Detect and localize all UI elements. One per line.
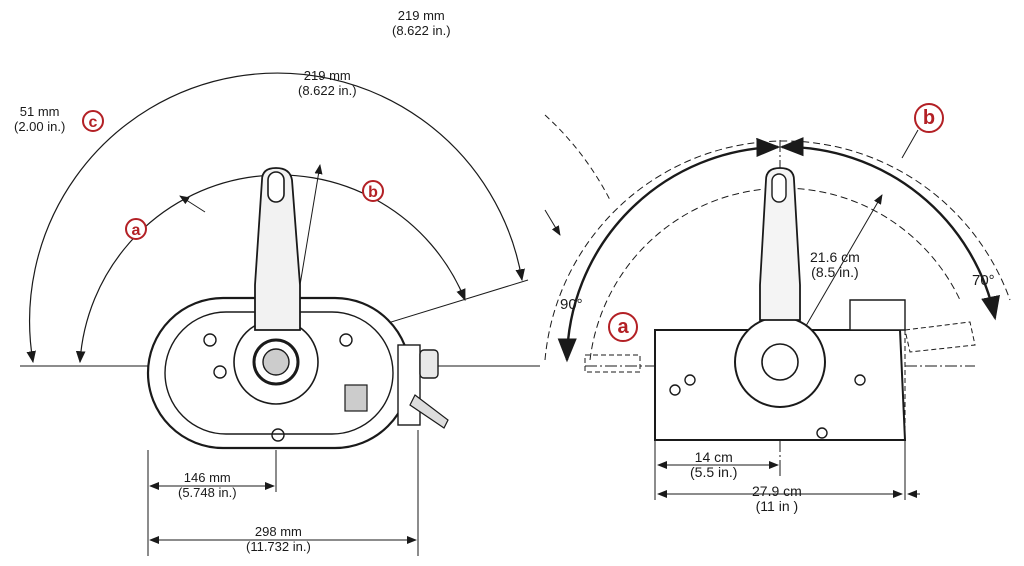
left-dim-top: 219 mm (8.622 in.) bbox=[392, 8, 451, 38]
right-dim-half-cm: 14 cm bbox=[694, 449, 733, 465]
arc-90 bbox=[557, 137, 781, 363]
left-dim-width-mm: 298 mm bbox=[254, 524, 302, 539]
right-dim-radius: 21.6 cm (8.5 in.) bbox=[810, 250, 860, 280]
right-callout-a: a bbox=[608, 312, 638, 342]
left-callout-a: a bbox=[125, 218, 147, 240]
left-dim-offset-in: (2.00 in.) bbox=[14, 119, 66, 134]
left-dim-radius-in: (8.622 in.) bbox=[298, 83, 357, 98]
left-callout-b: b bbox=[362, 180, 384, 202]
right-view bbox=[544, 129, 1011, 500]
left-dim-width: 298 mm (11.732 in.) bbox=[246, 524, 311, 554]
right-dim-half: 14 cm (5.5 in.) bbox=[690, 450, 737, 480]
right-dim-radius-in: (8.5 in.) bbox=[811, 264, 859, 280]
left-callout-c: c bbox=[82, 110, 104, 132]
left-dim-half-mm: 146 mm bbox=[183, 470, 231, 485]
left-view bbox=[20, 72, 611, 556]
left-dim-radius-mm: 219 mm bbox=[303, 68, 351, 83]
arc-70 bbox=[779, 137, 1000, 321]
left-dim-top-in: (8.622 in.) bbox=[392, 23, 451, 38]
left-dim-half: 146 mm (5.748 in.) bbox=[178, 470, 237, 500]
right-callout-b: b bbox=[914, 103, 944, 133]
right-dim-half-in: (5.5 in.) bbox=[690, 464, 738, 480]
left-dim-offset-mm: 51 mm bbox=[19, 104, 60, 119]
right-dim-radius-cm: 21.6 cm bbox=[810, 249, 860, 265]
arc-c bbox=[26, 72, 525, 364]
left-dim-width-in: (11.732 in.) bbox=[246, 539, 311, 554]
left-dim-radius: 219 mm (8.622 in.) bbox=[298, 68, 357, 98]
right-handle bbox=[759, 167, 801, 321]
left-dim-offset: 51 mm (2.00 in.) bbox=[14, 104, 65, 134]
right-dim-width-cm: 27.9 cm bbox=[752, 483, 802, 499]
left-handle bbox=[254, 167, 301, 331]
arc-a-b bbox=[75, 174, 466, 364]
right-angle-left: 90° bbox=[560, 296, 583, 313]
left-dim-top-mm: 219 mm bbox=[397, 8, 445, 23]
right-dim-width: 27.9 cm (11 in ) bbox=[752, 484, 802, 514]
right-dim-width-in: (11 in ) bbox=[755, 498, 799, 514]
left-dim-half-in: (5.748 in.) bbox=[178, 485, 237, 500]
right-angle-right: 70° bbox=[972, 272, 995, 289]
